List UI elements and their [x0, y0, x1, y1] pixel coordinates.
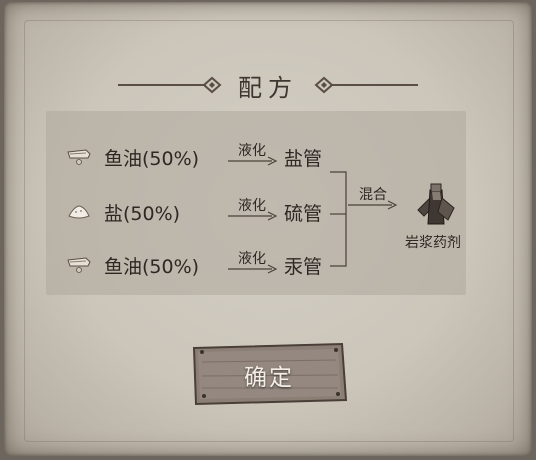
- product-label: 汞管: [284, 256, 323, 278]
- process-arrow: 液化: [226, 248, 278, 282]
- combine-label: 混合: [359, 187, 387, 203]
- arrow-right-icon: [348, 200, 398, 210]
- wood-plank-button-bg: [192, 342, 348, 406]
- confirm-button-label: 确定: [244, 365, 294, 391]
- title-divider-right: [330, 84, 418, 86]
- fish-oil-icon: [67, 257, 91, 273]
- arrow-right-icon: [228, 211, 278, 221]
- product-label: 硫管: [284, 203, 323, 225]
- title-row: 配方: [0, 66, 536, 102]
- result-label: 岩浆药剂: [405, 235, 461, 251]
- product-label: 盐管: [284, 148, 323, 170]
- combine-bracket: [330, 171, 347, 267]
- ingredient-label: 鱼油(50%): [104, 256, 200, 278]
- process-label: 液化: [238, 143, 266, 159]
- ingredient-row: 盐(50%) 液化 硫管: [0, 195, 536, 229]
- dialog-frame: [24, 20, 514, 442]
- ingredient-label: 盐(50%): [104, 203, 181, 225]
- process-arrow: 液化: [226, 195, 278, 229]
- ingredient-row: 鱼油(50%) 液化 盐管: [0, 140, 536, 174]
- combine-arrow: 混合: [348, 184, 398, 218]
- arrow-right-icon: [228, 156, 278, 166]
- arrow-right-icon: [228, 264, 278, 274]
- salt-icon: [68, 205, 90, 219]
- confirm-button[interactable]: 确定: [190, 342, 348, 406]
- ingredient-label: 鱼油(50%): [104, 148, 200, 170]
- process-arrow: 液化: [226, 140, 278, 174]
- potion-vial-icon: [417, 183, 455, 225]
- diamond-ornament-icon: [202, 76, 222, 94]
- ingredient-row: 鱼油(50%) 液化 汞管: [0, 248, 536, 282]
- dialog-title: 配方: [238, 74, 298, 102]
- process-label: 液化: [238, 198, 266, 214]
- process-label: 液化: [238, 251, 266, 267]
- title-divider-left: [118, 84, 206, 86]
- recipe-panel: [46, 111, 466, 295]
- fish-oil-icon: [67, 149, 91, 165]
